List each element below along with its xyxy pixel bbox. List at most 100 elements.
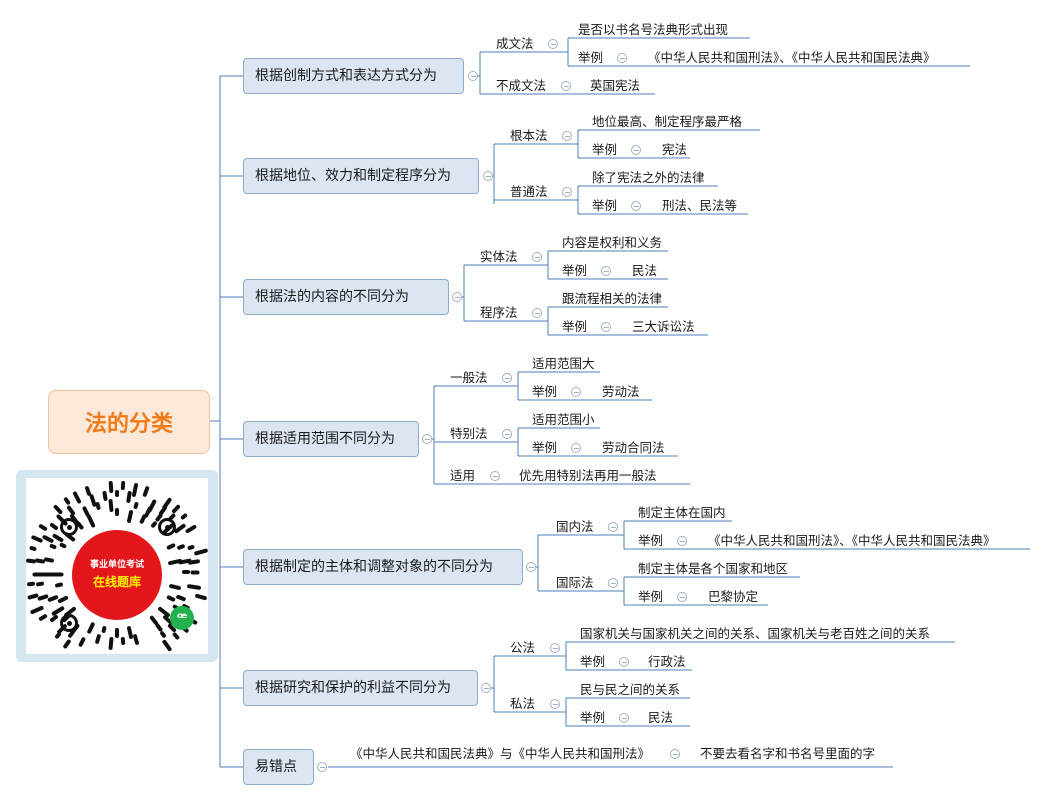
example-label[interactable]: 举例: [532, 440, 558, 455]
leaf-topic[interactable]: 国家机关与国家机关之间的关系、国家机关与老百姓之间的关系: [580, 626, 931, 641]
sub-topic[interactable]: 国内法: [556, 519, 594, 534]
collapse-icon[interactable]: [548, 39, 558, 49]
example-label[interactable]: 举例: [562, 319, 588, 334]
qr-module: [187, 544, 196, 551]
leaf-topic[interactable]: 是否以书名号法典形式出现: [578, 22, 729, 37]
collapse-icon[interactable]: [562, 131, 572, 141]
collapse-icon[interactable]: [670, 749, 680, 759]
example-value[interactable]: 劳动合同法: [602, 440, 665, 455]
leaf-topic[interactable]: 民与民之间的关系: [580, 682, 681, 697]
sub-topic[interactable]: 根本法: [510, 128, 548, 143]
example-label[interactable]: 举例: [638, 589, 664, 604]
collapse-icon[interactable]: [317, 762, 327, 772]
leaf-topic[interactable]: 不要去看名字和书名号里面的字: [700, 746, 876, 761]
example-value[interactable]: 宪法: [662, 142, 688, 157]
example-value[interactable]: 《中华人民共和国刑法》、《中华人民共和国民法典》: [648, 50, 936, 65]
collapse-icon[interactable]: [608, 522, 618, 532]
example-value[interactable]: 《中华人民共和国刑法》、《中华人民共和国民法典》: [708, 533, 996, 548]
qr-module: [32, 572, 46, 577]
collapse-icon[interactable]: [601, 266, 611, 276]
leaf-topic[interactable]: 英国宪法: [590, 78, 641, 93]
collapse-icon[interactable]: [619, 657, 629, 667]
sub-topic[interactable]: 不成文法: [496, 78, 547, 93]
sub-topic[interactable]: 一般法: [450, 370, 488, 385]
branch-subject[interactable]: 根据制定的主体和调整对象的不同分为: [243, 549, 523, 585]
sub-topic[interactable]: 适用: [450, 468, 476, 483]
sub-topic[interactable]: 《中华人民共和国民法典》与《中华人民共和国刑法》: [350, 746, 651, 761]
example-label[interactable]: 举例: [592, 142, 618, 157]
collapse-icon[interactable]: [481, 683, 491, 693]
collapse-icon[interactable]: [562, 187, 572, 197]
collapse-icon[interactable]: [502, 373, 512, 383]
sub-topic[interactable]: 私法: [510, 696, 536, 711]
collapse-icon[interactable]: [490, 471, 500, 481]
sub-topic[interactable]: 公法: [510, 640, 536, 655]
collapse-icon[interactable]: [561, 81, 571, 91]
collapse-icon[interactable]: [619, 713, 629, 723]
example-value[interactable]: 三大诉讼法: [632, 319, 695, 334]
leaf-topic[interactable]: 适用范围大: [532, 356, 595, 371]
collapse-icon[interactable]: [550, 643, 560, 653]
example-label[interactable]: 举例: [578, 50, 604, 65]
collapse-icon[interactable]: [483, 171, 493, 181]
sub-topic[interactable]: 成文法: [496, 36, 534, 51]
sub-topic[interactable]: 程序法: [480, 305, 518, 320]
collapse-icon[interactable]: [571, 443, 581, 453]
collapse-icon[interactable]: [617, 53, 627, 63]
leaf-topic[interactable]: 地位最高、制定程序最严格: [592, 114, 743, 129]
collapse-icon[interactable]: [601, 322, 611, 332]
qr-module: [161, 639, 173, 653]
qr-module: [176, 543, 186, 551]
leaf-topic[interactable]: 内容是权利和义务: [562, 235, 663, 250]
branch-scope[interactable]: 根据适用范围不同分为: [243, 421, 419, 457]
collapse-icon[interactable]: [532, 252, 542, 262]
example-label[interactable]: 举例: [638, 533, 664, 548]
sub-topic[interactable]: 特别法: [450, 426, 488, 441]
collapse-icon[interactable]: [526, 562, 536, 572]
collapse-icon[interactable]: [468, 71, 478, 81]
collapse-icon[interactable]: [631, 201, 641, 211]
leaf-topic[interactable]: 除了宪法之外的法律: [592, 170, 705, 185]
collapse-icon[interactable]: [550, 699, 560, 709]
collapse-icon[interactable]: [677, 536, 687, 546]
leaf-topic[interactable]: 适用范围小: [532, 412, 595, 427]
collapse-icon[interactable]: [452, 292, 462, 302]
leaf-topic[interactable]: 优先用特别法再用一般法: [519, 468, 657, 483]
branch-interest[interactable]: 根据研究和保护的利益不同分为: [243, 670, 478, 706]
collapse-icon[interactable]: [608, 578, 618, 588]
collapse-icon[interactable]: [571, 387, 581, 397]
qr-module: [159, 630, 167, 639]
example-label[interactable]: 举例: [580, 654, 606, 669]
leaf-topic[interactable]: 跟流程相关的法律: [562, 291, 663, 306]
leaf-topic[interactable]: 制定主体是各个国家和地区: [638, 561, 789, 576]
example-label[interactable]: 举例: [532, 384, 558, 399]
collapse-icon[interactable]: [631, 145, 641, 155]
example-value[interactable]: 劳动法: [602, 384, 640, 399]
example-value[interactable]: 巴黎协定: [708, 589, 759, 604]
leaf-topic[interactable]: 制定主体在国内: [638, 505, 726, 520]
branch-creation-method[interactable]: 根据创制方式和表达方式分为: [243, 58, 464, 94]
collapse-icon[interactable]: [677, 592, 687, 602]
example-label[interactable]: 举例: [592, 198, 618, 213]
qr-module: [54, 582, 63, 589]
qr-module: [25, 558, 37, 564]
example-value[interactable]: 民法: [632, 263, 658, 278]
example-value[interactable]: 民法: [648, 710, 674, 725]
branch-status-effect[interactable]: 根据地位、效力和制定程序分为: [243, 158, 479, 194]
example-value[interactable]: 行政法: [648, 654, 686, 669]
sub-topic[interactable]: 实体法: [480, 249, 518, 264]
example-value[interactable]: 刑法、民法等: [662, 198, 738, 213]
example-label[interactable]: 举例: [580, 710, 606, 725]
example-label[interactable]: 举例: [562, 263, 588, 278]
collapse-icon[interactable]: [502, 429, 512, 439]
qr-module: [94, 634, 102, 645]
branch-content[interactable]: 根据法的内容的不同分为: [243, 279, 449, 315]
sub-topic[interactable]: 国际法: [556, 575, 594, 590]
collapse-icon[interactable]: [422, 434, 432, 444]
collapse-icon[interactable]: [532, 308, 542, 318]
sub-topic[interactable]: 普通法: [510, 184, 548, 199]
root-topic[interactable]: 法的分类: [48, 390, 210, 454]
branch-pitfall[interactable]: 易错点: [243, 749, 314, 785]
qr-module: [190, 570, 200, 575]
qr-module: [37, 613, 48, 622]
